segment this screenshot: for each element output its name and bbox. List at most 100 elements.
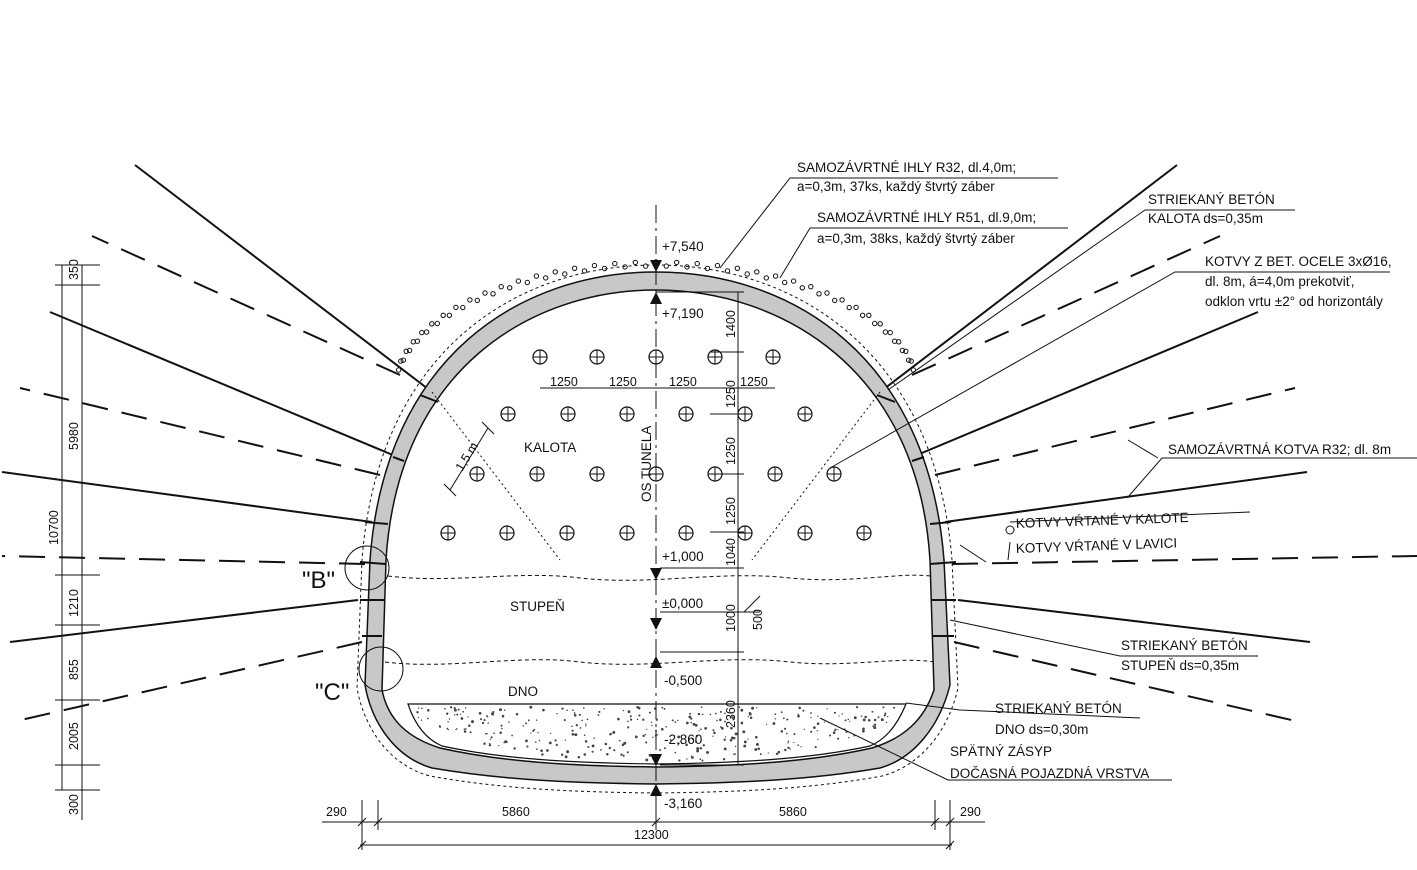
backfill-grain bbox=[816, 730, 818, 732]
callout-kotvy-title: KOTVY Z BET. OCELE 3xØ16, bbox=[1205, 254, 1392, 269]
forepoling-dot bbox=[754, 269, 760, 275]
backfill-grain bbox=[621, 743, 625, 747]
backfill-grain bbox=[540, 749, 543, 752]
backfill-grain bbox=[582, 707, 585, 709]
backfill-grain bbox=[862, 727, 865, 731]
backfill-grain bbox=[838, 715, 840, 717]
backfill-grain bbox=[883, 714, 886, 717]
backfill-grain bbox=[571, 725, 573, 728]
backfill-grain bbox=[699, 747, 703, 750]
forepoling-dots bbox=[395, 259, 917, 373]
backfill-grain bbox=[816, 722, 820, 725]
backfill-grain bbox=[867, 719, 871, 722]
backfill-grain bbox=[467, 716, 469, 718]
backfill-grain bbox=[537, 731, 539, 734]
forepoling-dot bbox=[543, 275, 549, 281]
forepoling-dot bbox=[839, 297, 845, 303]
backfill-grain bbox=[455, 728, 457, 731]
dno-label: DNO bbox=[508, 684, 538, 699]
backfill-grain bbox=[748, 712, 752, 715]
backfill-grain bbox=[712, 729, 715, 732]
forepoling-dot bbox=[571, 265, 578, 271]
forepoling-dot bbox=[400, 357, 406, 363]
backfill-grain bbox=[674, 721, 677, 724]
backfill-grain bbox=[484, 733, 487, 735]
forepoling-dot bbox=[724, 268, 731, 274]
backfill-grain bbox=[591, 744, 595, 748]
backfill-grain bbox=[604, 742, 608, 746]
bolt-grid bbox=[440, 349, 872, 541]
backfill-grain bbox=[583, 753, 587, 756]
forepoling-dot bbox=[601, 265, 608, 272]
callout-sb-stupen-title: STRIEKANÝ BETÓN bbox=[1121, 638, 1248, 653]
forepoling-dot bbox=[453, 304, 459, 311]
backfill-grain bbox=[453, 707, 456, 710]
forepoling-dot bbox=[395, 367, 402, 373]
backfill-grain bbox=[487, 722, 489, 724]
backfill-grain bbox=[603, 707, 605, 710]
backfill-grain bbox=[882, 706, 885, 709]
backfill-grain bbox=[420, 719, 423, 721]
bolt-symbol-icon bbox=[707, 349, 723, 365]
backfill-grain bbox=[724, 712, 726, 714]
forepoling-dot bbox=[490, 291, 496, 297]
backfill-grain bbox=[810, 712, 812, 714]
backfill-grain bbox=[797, 714, 800, 718]
backfill-grain bbox=[697, 712, 701, 716]
dim-bottom-12300: 12300 bbox=[634, 828, 669, 842]
backfill-grain bbox=[651, 724, 653, 727]
forepoling-dot bbox=[799, 285, 805, 291]
backfill-grain bbox=[848, 737, 850, 739]
backfill-grain bbox=[468, 724, 471, 728]
backfill-grain bbox=[677, 742, 680, 745]
backfill-grain bbox=[765, 723, 768, 725]
backfill-grain bbox=[885, 721, 888, 724]
backfill-grain bbox=[572, 709, 574, 711]
backfill-grain bbox=[587, 745, 590, 749]
callout-sb-stupen-detail: STUPEŇ ds=0,35m bbox=[1121, 658, 1239, 673]
backfill-grain bbox=[478, 712, 482, 715]
backfill-grain bbox=[833, 711, 836, 714]
anchors-dashed bbox=[1, 235, 1417, 723]
backfill-grain bbox=[747, 715, 749, 718]
backfill-grain bbox=[471, 720, 474, 724]
backfill-grain bbox=[483, 742, 486, 746]
dim-center-1250-c: 1250 bbox=[724, 497, 738, 525]
backfill-grain bbox=[549, 732, 552, 735]
backfill-grain bbox=[646, 728, 648, 731]
backfill-grain bbox=[581, 719, 583, 722]
backfill-grain bbox=[755, 707, 758, 709]
backfill-grain bbox=[465, 728, 467, 730]
backfill-grain bbox=[784, 748, 787, 752]
backfill-grain bbox=[449, 706, 453, 709]
backfill-grain bbox=[584, 740, 588, 743]
backfill-grain bbox=[787, 742, 789, 744]
forepoling-dot bbox=[414, 338, 421, 344]
backfill-grain bbox=[742, 730, 746, 734]
bolt-symbol-icon bbox=[619, 525, 635, 541]
callout-ihly-r51-title: SAMOZÁVRTNÉ IHLY R51, dl.9,0m; bbox=[817, 210, 1036, 225]
backfill-grain bbox=[490, 736, 493, 739]
backfill-grain bbox=[699, 758, 702, 760]
backfill-grain bbox=[457, 708, 460, 711]
backfill-grain bbox=[723, 747, 727, 751]
dim-center-1400: 1400 bbox=[724, 310, 738, 338]
backfill-grain bbox=[690, 717, 693, 720]
forepoling-dot bbox=[866, 312, 872, 318]
backfill-grain bbox=[690, 722, 692, 724]
backfill-grain bbox=[593, 737, 595, 739]
bolt-symbol-icon bbox=[499, 525, 515, 541]
dimension-texts: 350 5980 10700 1210 855 2005 300 1250 12… bbox=[47, 259, 981, 842]
backfill-grain bbox=[427, 709, 430, 712]
backfill-grain bbox=[692, 722, 696, 726]
backfill-grain bbox=[453, 714, 456, 716]
dim-left-10700: 10700 bbox=[47, 510, 61, 545]
backfill-grain bbox=[659, 749, 661, 752]
backfill-grain bbox=[663, 707, 666, 710]
backfill-grain bbox=[786, 718, 789, 721]
backfill-grain bbox=[802, 709, 805, 712]
backfill-grain bbox=[681, 742, 683, 745]
backfill-grain bbox=[417, 716, 420, 719]
backfill-grain bbox=[447, 728, 449, 731]
callout-ihly-r32-detail: a=0,3m, 37ks, každý štvrtý záber bbox=[797, 179, 995, 194]
